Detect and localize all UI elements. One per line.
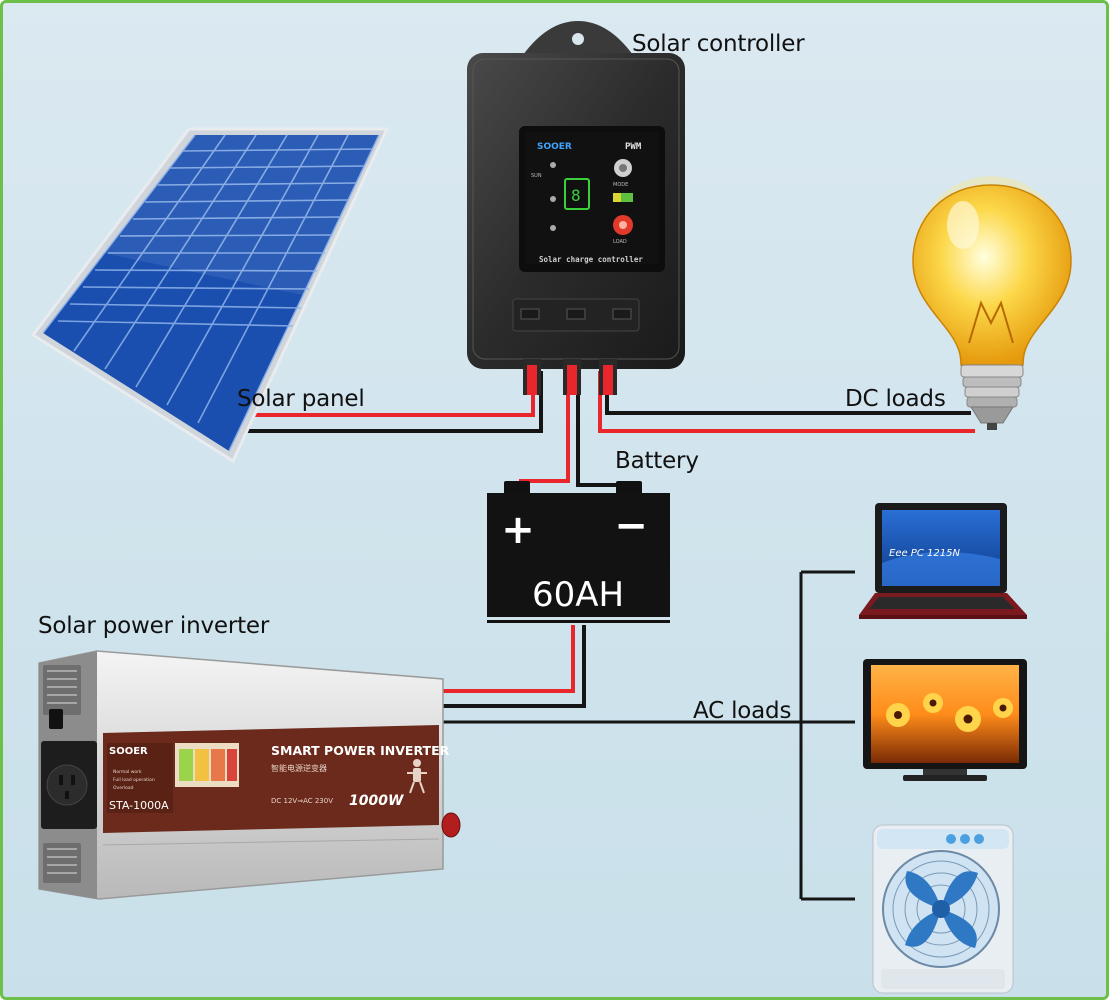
inverter-chinese-title: 智能电源逆变器 — [271, 763, 327, 773]
label-solar-controller: Solar controller — [632, 31, 804, 57]
label-battery: Battery — [615, 448, 699, 474]
controller-digit: 8 — [571, 186, 581, 205]
wire-inverter-black — [441, 625, 584, 706]
tv-icon — [863, 659, 1027, 781]
label-ac-loads: AC loads — [693, 698, 791, 724]
diagram-svg: SOOER PWM MODE 8 LOAD SUN Solar charge c… — [3, 3, 1106, 997]
controller-mode: PWM — [625, 142, 642, 152]
controller-brand: SOOER — [537, 142, 572, 152]
inverter-status-3: Overload — [113, 785, 134, 791]
inverter-model: STA-1000A — [109, 799, 169, 812]
solar-controller-icon: SOOER PWM MODE 8 LOAD SUN Solar charge c… — [467, 21, 685, 395]
inverter-spec: DC 12V⇒AC 230V — [271, 797, 333, 805]
inverter-rating: 1000W — [349, 793, 404, 809]
laptop-screen-text: Eee PC 1215N — [889, 548, 960, 559]
inverter-title: SMART POWER INVERTER — [271, 743, 450, 758]
inverter-status-2: Full load operation — [113, 777, 155, 783]
inverter-status-1: Normal work — [113, 769, 142, 775]
battery-icon: + − 60AH — [487, 481, 670, 625]
fan-icon — [873, 825, 1013, 993]
laptop-icon: Eee PC 1215N — [859, 503, 1027, 619]
controller-mode-label: MODE — [613, 182, 628, 188]
label-solar-power-inverter: Solar power inverter — [38, 613, 269, 639]
controller-footer: Solar charge controller — [539, 255, 643, 264]
battery-plus: + — [501, 507, 535, 553]
label-solar-panel: Solar panel — [237, 386, 365, 412]
controller-load-label: LOAD — [613, 239, 627, 245]
inverter-icon: SOOER Normal work Full load operation Ov… — [39, 651, 460, 899]
inverter-brand: SOOER — [109, 746, 148, 757]
label-dc-loads: DC loads — [845, 386, 946, 412]
battery-capacity: 60AH — [532, 575, 624, 615]
battery-minus: − — [614, 503, 648, 549]
wire-inverter-red — [441, 625, 573, 691]
controller-sun-label: SUN — [531, 173, 542, 179]
